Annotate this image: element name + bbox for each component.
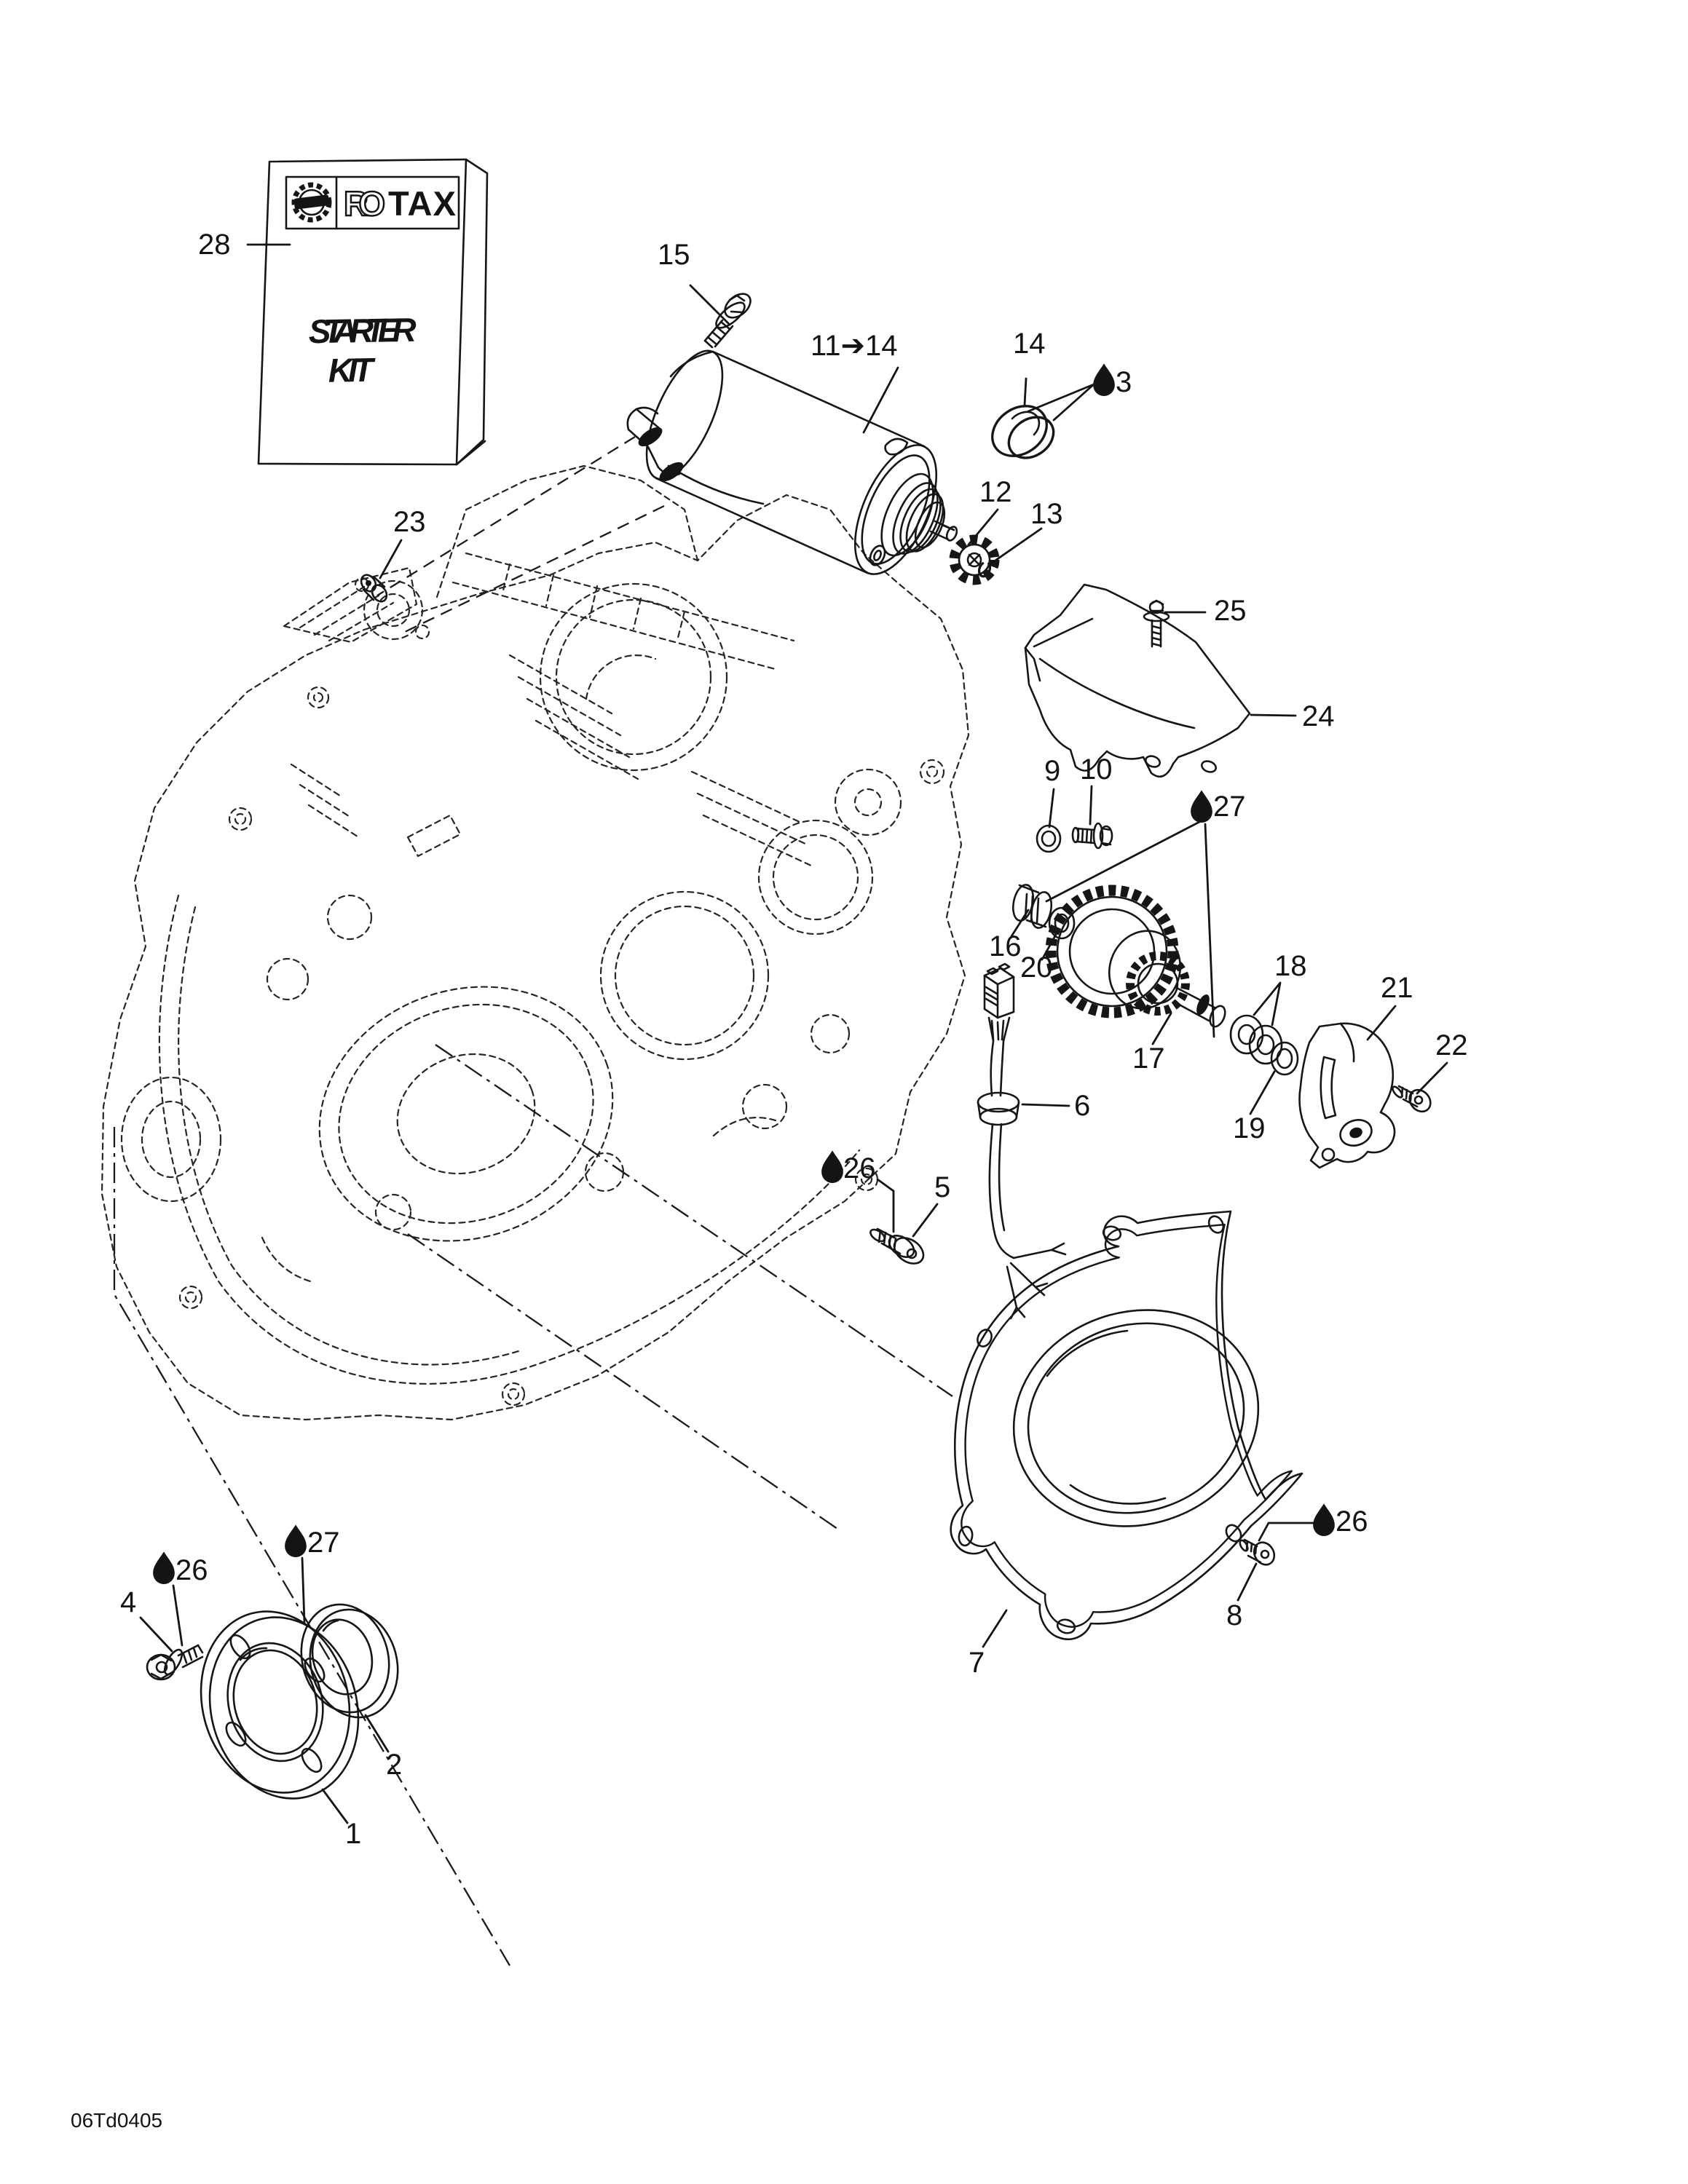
callout-19: 19 [1233, 1112, 1266, 1144]
callout-28: 28 [198, 229, 231, 261]
bearing-16 [1011, 884, 1053, 929]
intermediate-gear-17 [1045, 885, 1226, 1028]
callout-17: 17 [1132, 1042, 1165, 1075]
wire-harness-6 [977, 962, 1067, 1320]
oil-drop-icon-26-right [1313, 1503, 1335, 1536]
flange-1 [200, 1610, 360, 1800]
callout-25: 25 [1214, 595, 1247, 627]
bolt-15 [703, 293, 752, 349]
callouts: 28 15 11➔14 14 3 12 13 25 24 9 10 27 16 … [120, 229, 1468, 1850]
oil-drop-icon-26-bl [153, 1551, 175, 1584]
bolt-25 [1143, 599, 1170, 648]
callout-15: 15 [658, 239, 690, 271]
washer-19 [1270, 1041, 1299, 1076]
oil-drop-icon-26-mid [821, 1150, 843, 1183]
kit-title-line1: STARTER [308, 311, 417, 351]
callout-23: 23 [393, 506, 426, 538]
callout-13: 13 [1030, 498, 1063, 530]
starter-kit-box: RO TAX STARTER KIT [257, 158, 489, 466]
magneto-cover-7 [950, 1210, 1304, 1640]
washers-18 [1229, 1014, 1283, 1065]
washer-9 [1036, 824, 1062, 853]
callout-11-14: 11➔14 [811, 330, 898, 362]
callout-26-bl: 26 [175, 1554, 208, 1586]
callout-4: 4 [120, 1586, 136, 1618]
screw-5 [869, 1227, 925, 1265]
callout-9: 9 [1044, 755, 1060, 787]
callout-3: 3 [1116, 366, 1132, 398]
oil-drop-icon-3 [1093, 363, 1115, 396]
callout-12: 12 [979, 476, 1012, 508]
bolt-10 [1071, 822, 1113, 850]
callout-26-right: 26 [1336, 1506, 1368, 1538]
callout-5: 5 [934, 1171, 950, 1203]
oil-drop-icon-27-bl [285, 1524, 307, 1557]
brand-text-outline: RO [344, 184, 386, 223]
plug-23 [360, 574, 388, 603]
callout-27-bl: 27 [307, 1527, 340, 1559]
rotax-gear-logo-icon [291, 182, 332, 223]
bolt-4 [146, 1644, 204, 1681]
crankcase-ghost [100, 464, 970, 1421]
circlip-13 [977, 561, 992, 578]
callout-7: 7 [969, 1647, 985, 1679]
oil-drop-icon-27-top [1191, 790, 1212, 823]
callout-18: 18 [1274, 950, 1307, 982]
spring-14 [991, 405, 1055, 459]
construction-lines [113, 436, 953, 1966]
callout-27-top: 27 [1213, 791, 1246, 823]
callout-22: 22 [1435, 1029, 1468, 1061]
bracket-21 [1298, 1022, 1396, 1169]
callout-6: 6 [1074, 1090, 1090, 1122]
image-code: 06Td0405 [71, 2109, 162, 2132]
kit-title-line2: KIT [328, 351, 376, 389]
cover-24 [1024, 583, 1251, 778]
callout-1: 1 [345, 1818, 361, 1850]
brand-text-solid: TAX [388, 184, 457, 223]
starter-motor [626, 349, 958, 575]
callout-26-mid: 26 [843, 1152, 876, 1184]
screw-8 [1239, 1538, 1276, 1566]
callout-16: 16 [989, 930, 1022, 962]
callout-14: 14 [1013, 328, 1046, 360]
callout-20: 20 [1020, 951, 1053, 984]
leader-lines [139, 243, 1448, 1824]
callout-24: 24 [1302, 700, 1335, 732]
callout-2: 2 [386, 1749, 402, 1781]
seal-2 [300, 1603, 399, 1719]
callout-21: 21 [1381, 972, 1413, 1004]
callout-10: 10 [1080, 753, 1113, 786]
callout-8: 8 [1226, 1599, 1242, 1631]
screw-22 [1392, 1085, 1432, 1113]
